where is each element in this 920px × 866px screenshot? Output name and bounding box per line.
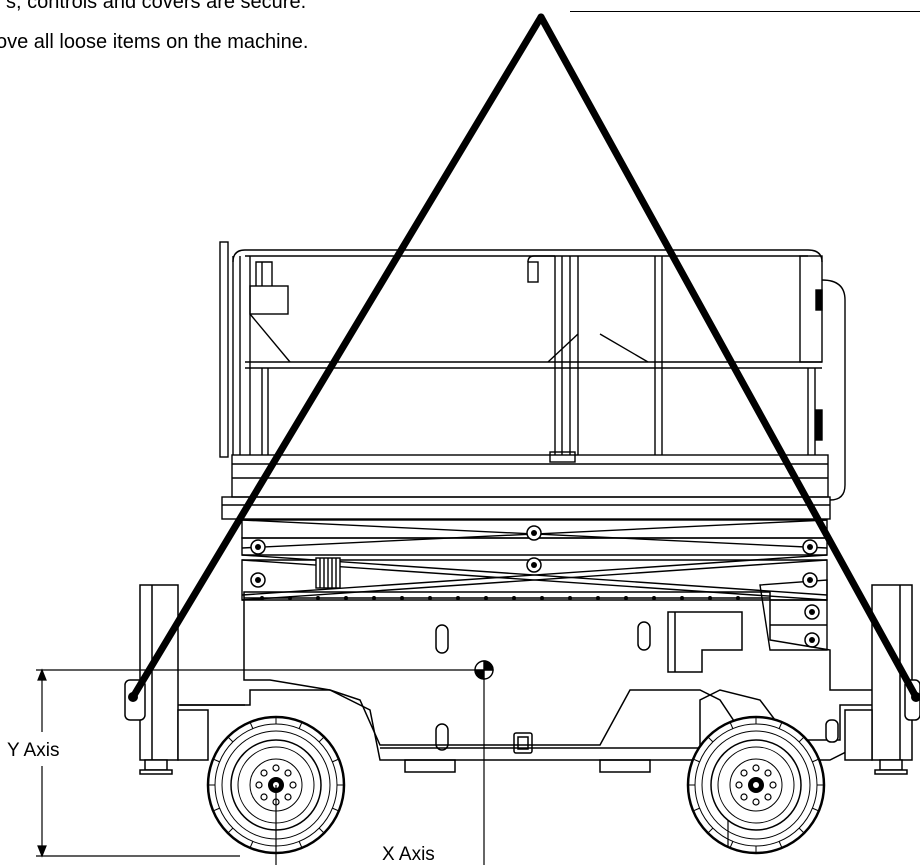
pivot-pin xyxy=(526,557,542,573)
right-outrigger xyxy=(825,584,920,775)
x-axis-dimension xyxy=(275,679,729,865)
center-of-gravity-symbol xyxy=(474,660,494,680)
pivot-pin xyxy=(250,539,266,555)
header-rule xyxy=(570,11,920,12)
chassis-rivets xyxy=(260,596,740,600)
pivot-pin xyxy=(802,539,818,555)
y-axis-label: Y Axis xyxy=(7,740,60,761)
sling-attach-point-right xyxy=(911,692,920,702)
front-wheel xyxy=(686,715,826,855)
pivot-pin xyxy=(250,572,266,588)
platform-guardrails xyxy=(219,241,846,520)
cylinder-cap xyxy=(315,557,341,589)
pivot-pin xyxy=(804,604,820,620)
x-axis-label: X Axis xyxy=(382,844,435,865)
pivot-pin xyxy=(802,572,818,588)
y-axis-dimension xyxy=(36,668,476,858)
lifting-slings xyxy=(129,13,920,701)
left-outrigger xyxy=(124,584,245,775)
instruction-line-1: s, controls and covers are secure. xyxy=(6,0,307,13)
instruction-line-2: ove all loose items on the machine. xyxy=(0,31,309,53)
sling-attach-point-left xyxy=(128,692,138,702)
pivot-pin xyxy=(804,632,820,648)
pivot-pin xyxy=(526,525,542,541)
